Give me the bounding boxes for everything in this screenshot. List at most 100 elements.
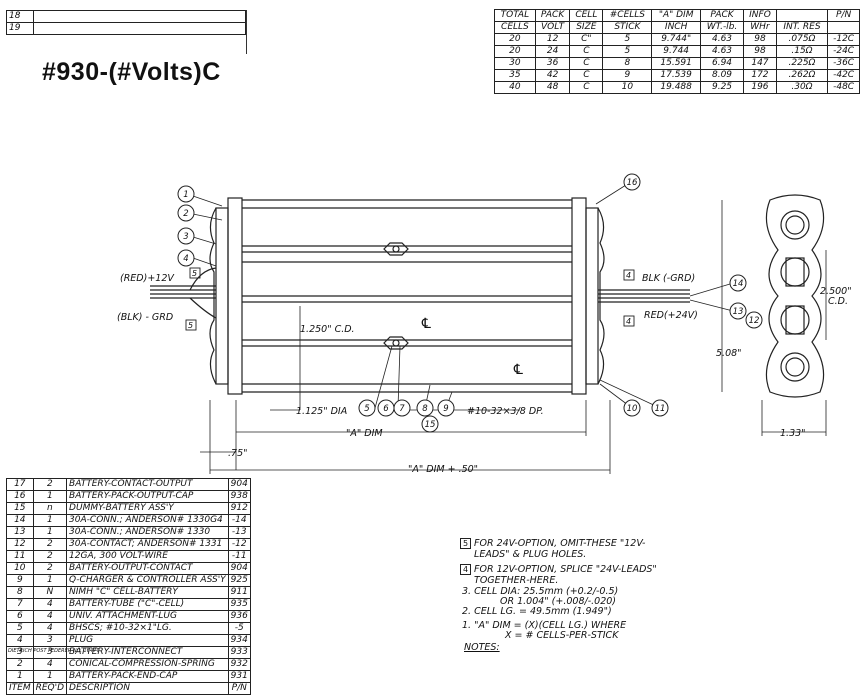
callout-bubble-2 bbox=[177, 204, 195, 222]
bom-cell: NIMH "C" CELL-BATTERY bbox=[66, 586, 229, 599]
bom-cell: 935 bbox=[227, 598, 251, 611]
callout-bubble-1 bbox=[177, 185, 195, 203]
bom-cell: -12 bbox=[227, 538, 251, 551]
cd-label: C.D. bbox=[828, 296, 848, 307]
bom-cell: -11 bbox=[227, 550, 251, 563]
bom-cell: 1 bbox=[32, 574, 68, 587]
left-wires bbox=[150, 267, 217, 319]
screw-label: #10-32×3/8 DP. bbox=[467, 406, 544, 417]
bom-cell: 4 bbox=[32, 658, 68, 671]
callout-number-2: 2 bbox=[183, 209, 188, 219]
bom-cell: 936 bbox=[227, 610, 251, 623]
bom-cell: 932 bbox=[227, 658, 251, 671]
callout-bubble-10 bbox=[623, 399, 641, 417]
bom-cell: 2 bbox=[6, 658, 34, 671]
note-1b: X = # CELLS-PER-STICK bbox=[505, 630, 619, 641]
bom-cell: 13 bbox=[6, 526, 34, 539]
bom-cell: 9 bbox=[6, 574, 34, 587]
callout-number-16: 16 bbox=[627, 178, 638, 188]
bom-cell: 931 bbox=[227, 670, 251, 683]
callout-bubble-7 bbox=[393, 399, 411, 417]
bom-cell: 17 bbox=[6, 478, 34, 491]
red-24v-label: RED(+24V) bbox=[644, 310, 698, 321]
flag-4-bottom: 4 bbox=[626, 317, 631, 326]
bom-cell: BHSCS; #10-32×1"LG. bbox=[66, 622, 229, 635]
bom-cell: Q-CHARGER & CONTROLLER ASS'Y bbox=[66, 574, 229, 587]
note-flags bbox=[185, 267, 635, 331]
callout-number-1: 1 bbox=[183, 190, 188, 200]
bom-cell: 933 bbox=[227, 646, 251, 659]
bom-cell: 7 bbox=[6, 598, 34, 611]
hex-nut-top bbox=[383, 242, 409, 256]
callout-bubble-13 bbox=[729, 302, 747, 320]
bom-cell: 934 bbox=[227, 634, 251, 647]
bom-cell: 11 bbox=[6, 550, 34, 563]
dim-75-label: .75" bbox=[228, 448, 247, 459]
callout-number-3: 3 bbox=[183, 232, 188, 242]
note-flag-5-box: 5 bbox=[460, 538, 471, 549]
revision-table: 18 19 bbox=[6, 10, 246, 35]
bom-cell: 14 bbox=[6, 514, 34, 527]
bom-cell: 30A-CONTACT; ANDERSON# 1331 bbox=[66, 538, 229, 551]
bom-cell: -13 bbox=[227, 526, 251, 539]
callout-number-14: 14 bbox=[733, 279, 744, 289]
flag-5-top: 5 bbox=[192, 269, 197, 278]
drawing-title: #930-(#Volts)C bbox=[42, 58, 221, 86]
cd-1250-label: 1.250" C.D. bbox=[300, 324, 355, 335]
bom-cell: 16 bbox=[6, 490, 34, 503]
red-12v-label: (RED)+12V bbox=[120, 273, 175, 284]
revision-side-line bbox=[246, 10, 247, 54]
bom-cell: 2 bbox=[32, 550, 68, 563]
notes-heading: NOTES: bbox=[464, 642, 500, 653]
bom-cell: PLUG bbox=[66, 634, 229, 647]
bom-cell: 5 bbox=[6, 622, 34, 635]
bom-cell: 12 bbox=[6, 538, 34, 551]
pack-cell: 8.09 bbox=[699, 69, 745, 82]
bom-cell: BATTERY-CONTACT-OUTPUT bbox=[66, 478, 229, 491]
callout-bubble-9 bbox=[437, 399, 455, 417]
pack-cell: 19.488 bbox=[651, 81, 701, 94]
callout-bubble-5 bbox=[358, 399, 376, 417]
note-4-text: FOR 12V-OPTION, SPLICE "24V-LEADS" TOGET… bbox=[474, 564, 657, 586]
centerline-symbol: ℄ bbox=[420, 316, 433, 332]
dim-133-label: 1.33" bbox=[780, 428, 806, 439]
bom-cell: BATTERY-TUBE ("C"-CELL) bbox=[66, 598, 229, 611]
bom-cell: 911 bbox=[227, 586, 251, 599]
bom-cell: 2 bbox=[32, 538, 68, 551]
callout-bubble-4 bbox=[177, 249, 195, 267]
note-flag-5: 5 FOR 24V-OPTION, OMIT-THESE "12V-LEADS"… bbox=[460, 538, 664, 560]
callout-bubble-12 bbox=[745, 311, 763, 329]
pack-cell: 9.25 bbox=[699, 81, 745, 94]
pack-cell: -48C bbox=[827, 81, 860, 94]
dia-1125-label: 1.125" DIA bbox=[296, 406, 347, 417]
bom-cell: 925 bbox=[227, 574, 251, 587]
callout-number-13: 13 bbox=[733, 307, 744, 317]
bom-cell: REQ'D bbox=[32, 682, 68, 695]
pack-cell: 40 bbox=[494, 81, 536, 94]
callout-number-8: 8 bbox=[422, 404, 428, 414]
bom-cell: -5 bbox=[227, 622, 251, 635]
bom-cell: 904 bbox=[227, 478, 251, 491]
callout-number-11: 11 bbox=[655, 404, 666, 414]
a-dim-label: "A" DIM bbox=[346, 428, 383, 439]
bom-cell: P/N bbox=[227, 682, 251, 695]
pack-cell: 35 bbox=[494, 69, 536, 82]
bom-cell: -14 bbox=[227, 514, 251, 527]
callout-number-7: 7 bbox=[399, 404, 405, 414]
callout-bubble-11 bbox=[651, 399, 669, 417]
bom-cell: ITEM bbox=[6, 682, 34, 695]
left-end-cap-inner bbox=[215, 207, 229, 385]
